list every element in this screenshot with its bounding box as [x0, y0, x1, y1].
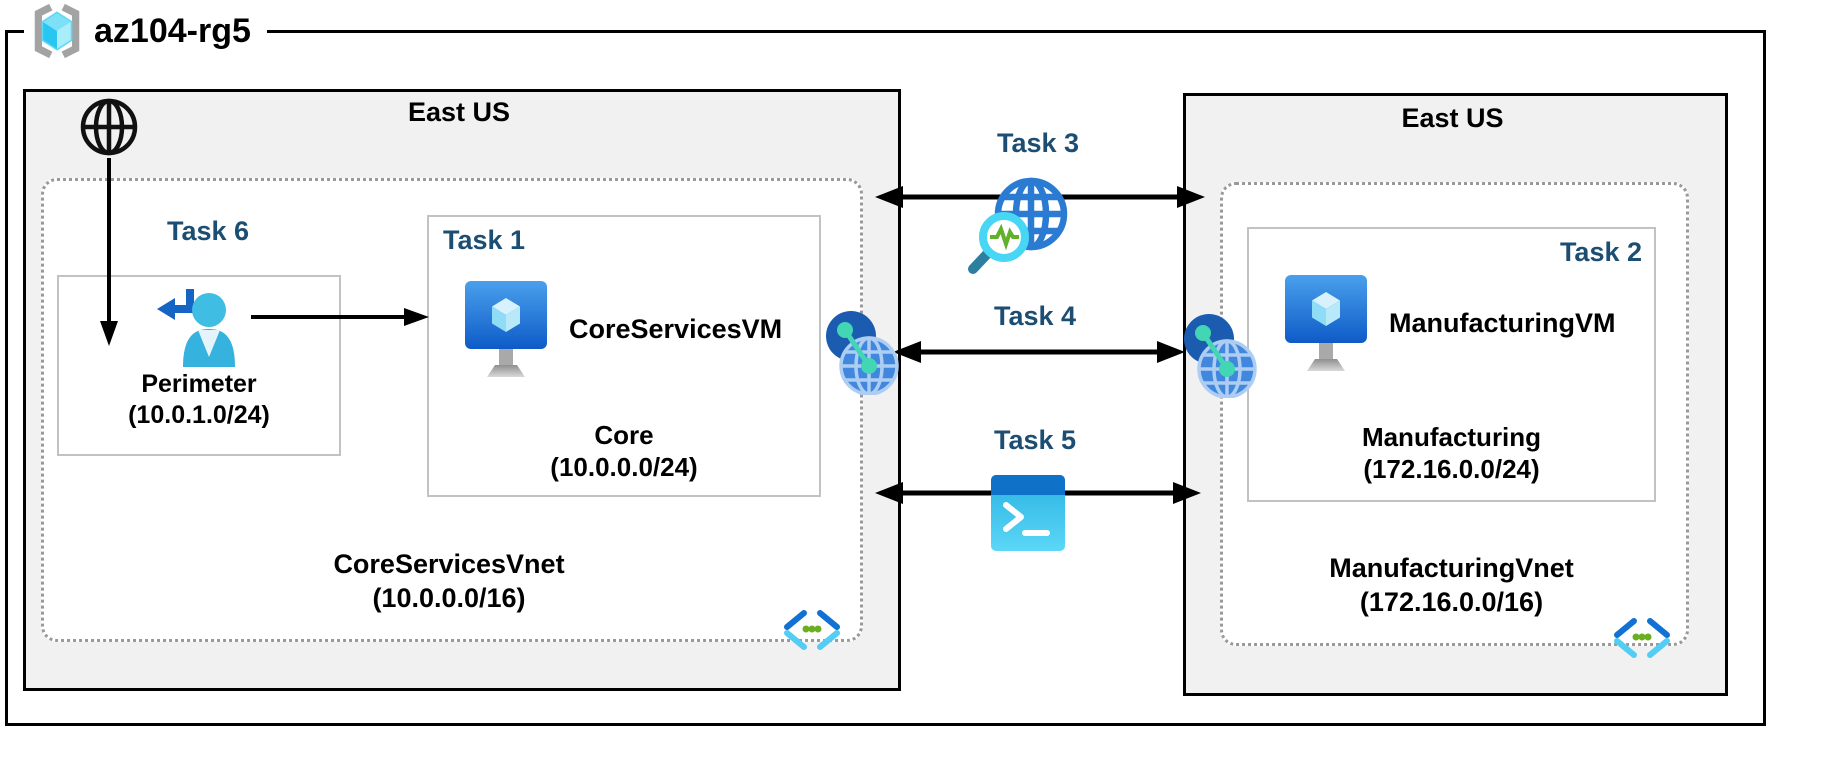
task2-label: Task 2 — [1559, 237, 1642, 267]
task4-label: Task 4 — [993, 301, 1077, 331]
task1-label: Task 1 — [443, 225, 526, 255]
user-sign-in-icon — [153, 285, 241, 369]
core-subnet-name: Core — [594, 420, 654, 450]
resource-group-box — [5, 30, 1766, 726]
core-services-vm-name: CoreServicesVM — [569, 313, 783, 344]
manufacturing-vnet-cidr: (172.16.0.0/16) — [1359, 587, 1544, 617]
virtual-network-brackets-icon — [781, 607, 843, 653]
task1-box: Task 1 — [427, 215, 821, 497]
core-services-vnet-cidr: (10.0.0.0/16) — [372, 583, 526, 613]
perimeter-subnet-box: Perimeter (10.0.1.0/24) — [57, 275, 341, 456]
core-services-vm: CoreServicesVM — [463, 279, 782, 379]
task3-label: Task 3 — [996, 128, 1080, 158]
task6-label: Task 6 — [166, 216, 250, 246]
azure-vm-icon — [1283, 273, 1369, 373]
region-right-title: East US — [1401, 103, 1504, 133]
manufacturing-subnet-label: Manufacturing (172.16.0.0/24) — [1249, 421, 1654, 485]
vnet-peering-icon — [1181, 312, 1257, 398]
task4-arrow — [893, 341, 1185, 363]
core-subnet-label: Core (10.0.0.0/24) — [429, 419, 819, 483]
manufacturing-vm-name: ManufacturingVM — [1389, 307, 1616, 338]
internet-to-perimeter-arrow — [100, 158, 118, 346]
resource-group-icon — [28, 2, 86, 60]
manufacturing-vm: ManufacturingVM — [1283, 273, 1616, 373]
perimeter-subnet-cidr: (10.0.1.0/24) — [128, 401, 270, 429]
internet-globe-icon — [78, 96, 140, 158]
perimeter-subnet-label: Perimeter (10.0.1.0/24) — [59, 369, 339, 431]
virtual-network-brackets-icon — [1611, 615, 1673, 661]
region-left-title: East US — [407, 97, 511, 127]
network-watcher-globe-magnifier-icon — [963, 170, 1069, 280]
core-services-vnet-label: CoreServicesVnet (10.0.0.0/16) — [41, 547, 857, 615]
manufacturing-subnet-cidr: (172.16.0.0/24) — [1363, 454, 1540, 484]
task5-label: Task 5 — [993, 425, 1077, 455]
perimeter-subnet-name: Perimeter — [141, 370, 257, 398]
manufacturing-vnet-name: ManufacturingVnet — [1329, 553, 1574, 583]
resource-group-name: az104-rg5 — [94, 11, 251, 50]
manufacturing-subnet-name: Manufacturing — [1361, 422, 1542, 452]
azure-vm-icon — [463, 279, 549, 379]
powershell-terminal-icon — [991, 475, 1065, 551]
manufacturing-vnet-label: ManufacturingVnet (172.16.0.0/16) — [1220, 551, 1683, 619]
task2-box: Task 2 ManufacturingVM Manufacturing (17… — [1247, 227, 1656, 502]
perimeter-to-task1-arrow — [251, 308, 429, 326]
vnet-peering-icon — [823, 309, 899, 395]
core-subnet-cidr: (10.0.0.0/24) — [550, 452, 698, 482]
core-services-vnet-name: CoreServicesVnet — [333, 549, 565, 579]
resource-group-label: az104-rg5 — [24, 0, 267, 66]
